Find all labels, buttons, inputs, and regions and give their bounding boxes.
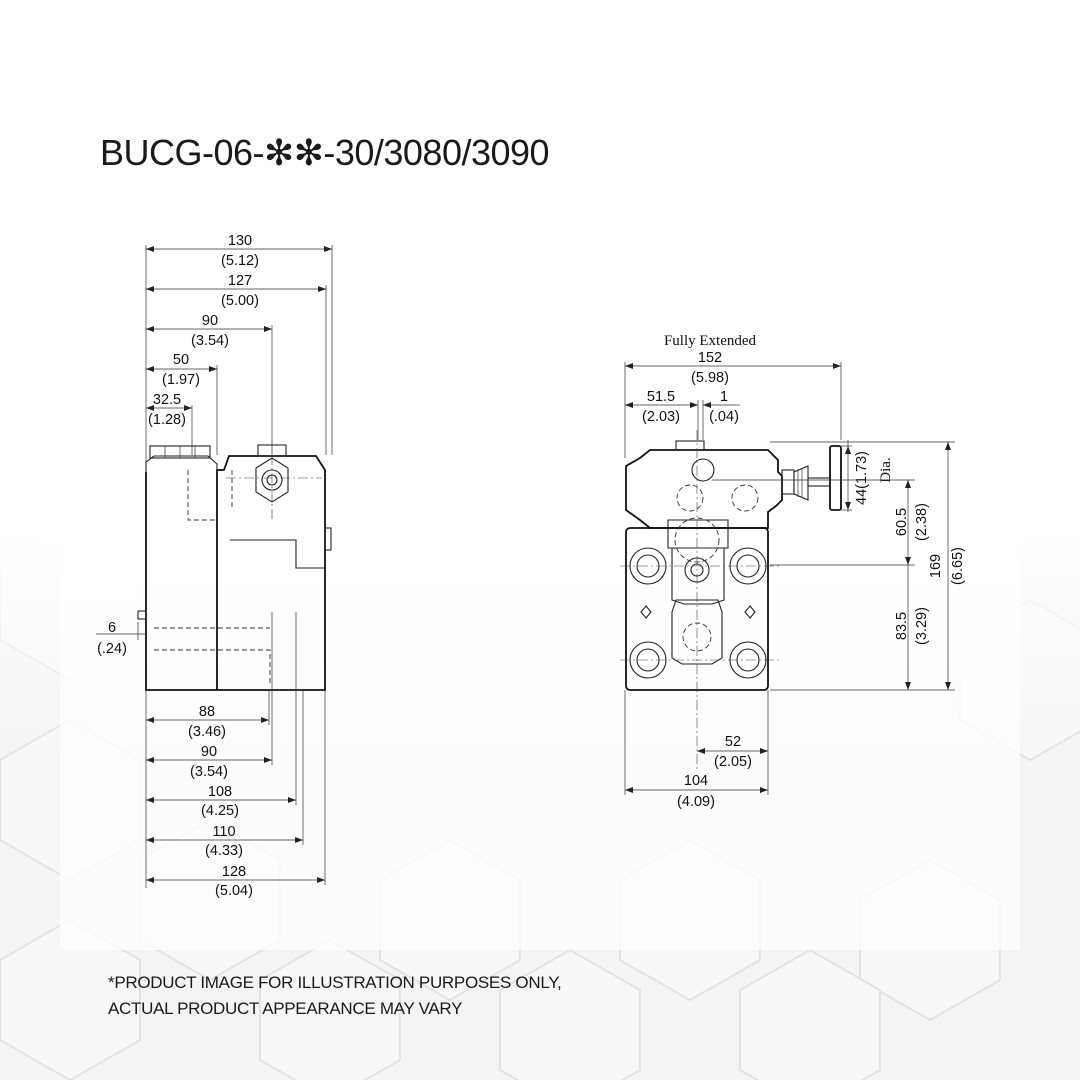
side-bottom-dim-110-mm: 110 — [212, 824, 235, 840]
side-top-dim-127-mm: 127 — [228, 273, 252, 289]
page-title: BUCG-06-✻✻-30/3080/3090 — [100, 132, 550, 173]
front-top-dim-1-inch: (.04) — [709, 409, 739, 425]
front-top-dim-51-5-inch: (2.03) — [642, 409, 680, 425]
front-right-dim-83-5-inch: (3.29) — [914, 607, 930, 645]
side-bottom-dim-88-inch: (3.46) — [188, 724, 226, 740]
front-top-dim-51-5-mm: 51.5 — [647, 389, 675, 405]
front-bottom-dim-104-inch: (4.09) — [677, 794, 715, 810]
side-bottom-dim-90-inch: (3.54) — [190, 764, 228, 780]
front-top-dim-152-mm: 152 — [698, 350, 722, 366]
fully-extended-label: Fully Extended — [664, 333, 757, 349]
side-left-dim-6-inch: (.24) — [97, 641, 127, 657]
front-top-dim-1-mm: 1 — [720, 389, 728, 405]
front-bottom-dim-104-mm: 104 — [684, 773, 708, 789]
front-right-dim-83-5-mm: 83.5 — [894, 612, 910, 640]
side-top-dim-90-inch: (3.54) — [191, 333, 229, 349]
disclaimer-line-1: *PRODUCT IMAGE FOR ILLUSTRATION PURPOSES… — [108, 973, 562, 992]
front-right-dim-169-inch: (6.65) — [950, 547, 966, 585]
front-bottom-dim-52-inch: (2.05) — [714, 754, 752, 770]
side-bottom-dim-128-mm: 128 — [222, 864, 246, 880]
front-top-dim-152-inch: (5.98) — [691, 370, 729, 386]
side-top-dim-50-mm: 50 — [173, 352, 189, 368]
side-view: 130 (5.12) 127 (5.00) 90 (3.54) 50 (1.97… — [96, 233, 333, 899]
side-bottom-dim-108-mm: 108 — [208, 784, 232, 800]
front-right-dim-60-5-inch: (2.38) — [914, 503, 930, 541]
side-top-dim-50-inch: (1.97) — [162, 372, 200, 388]
front-dia-dim: 44(1.73) — [854, 451, 870, 505]
side-bottom-dim-90-mm: 90 — [201, 744, 217, 760]
side-bottom-dim-108-inch: (4.25) — [201, 803, 239, 819]
side-bottom-dim-128-inch: (5.04) — [215, 883, 253, 899]
disclaimer: *PRODUCT IMAGE FOR ILLUSTRATION PURPOSES… — [108, 970, 562, 1022]
side-top-dim-130-mm: 130 — [228, 233, 252, 249]
side-top-dim-32-5-inch: (1.28) — [148, 412, 186, 428]
side-top-dim-90-mm: 90 — [202, 313, 218, 329]
front-bottom-dim-52-mm: 52 — [725, 734, 741, 750]
disclaimer-line-2: ACTUAL PRODUCT APPEARANCE MAY VARY — [108, 999, 463, 1018]
side-bottom-dim-110-inch: (4.33) — [205, 843, 243, 859]
front-right-dim-169-mm: 169 — [928, 554, 944, 578]
side-top-dim-127-inch: (5.00) — [221, 293, 259, 309]
side-bottom-dim-88-mm: 88 — [199, 704, 215, 720]
front-view: Fully Extended 152 (5.98) 51.5 (2.03) 1 … — [620, 333, 966, 810]
front-right-dim-60-5-mm: 60.5 — [894, 508, 910, 536]
side-top-dim-130-inch: (5.12) — [221, 253, 259, 269]
side-top-dim-32-5-mm: 32.5 — [153, 392, 181, 408]
front-dia-label: Dia. — [878, 457, 894, 482]
side-left-dim-6-mm: 6 — [108, 620, 116, 636]
